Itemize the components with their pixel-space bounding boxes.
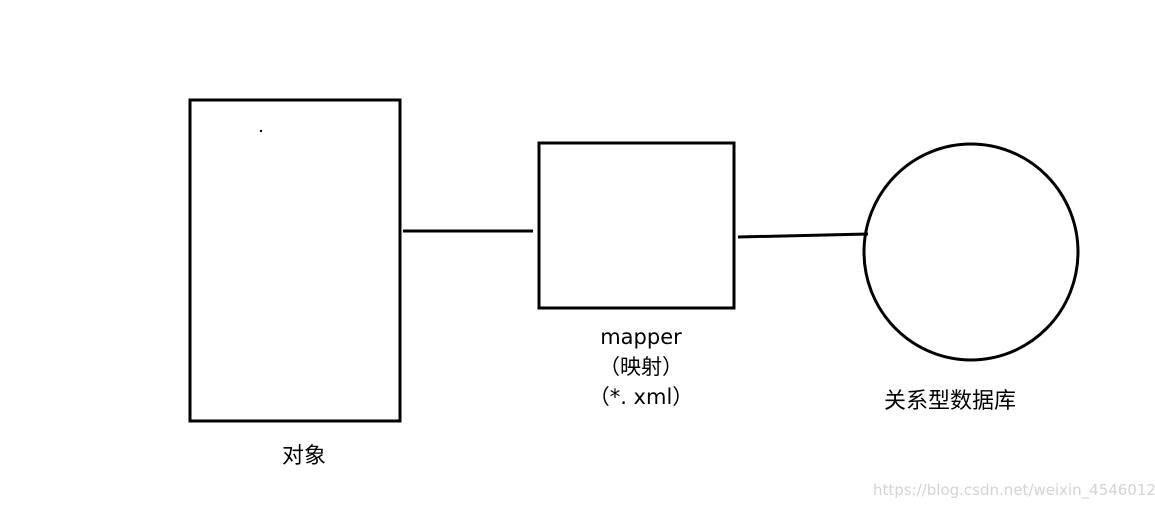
edge-mapper-database	[737, 232, 869, 239]
mapper-label-line-3: （*. xml）	[588, 385, 694, 409]
object-box	[188, 98, 402, 423]
database-label: 关系型数据库	[883, 389, 1016, 414]
watermark: https://blog.csdn.net/weixin_45460120	[873, 481, 1155, 499]
mapper-label-line-2: （映射）	[599, 355, 683, 379]
database-circle	[862, 142, 1080, 362]
mapper-box	[537, 141, 736, 310]
mapper-label-line-1: mapper	[600, 325, 682, 349]
mapper-label: mapper （映射） （*. xml）	[556, 322, 726, 412]
stray-dot	[259, 129, 263, 133]
object-label: 对象	[281, 444, 326, 469]
